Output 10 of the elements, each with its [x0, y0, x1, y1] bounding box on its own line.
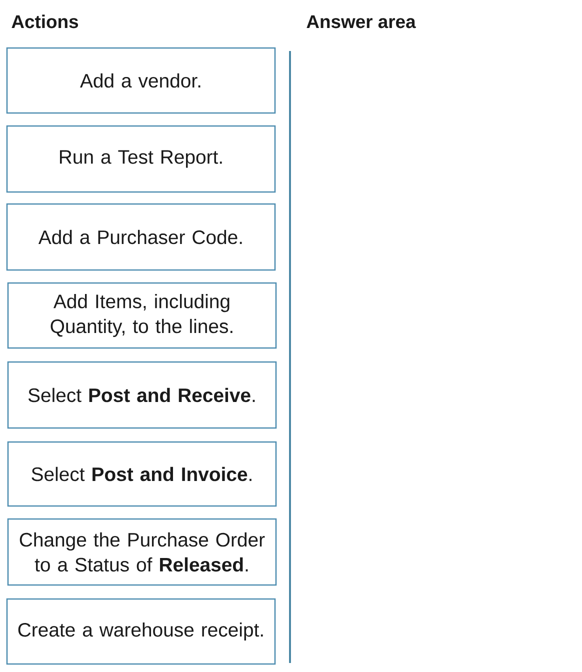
action-box: Run a Test Report. [6, 125, 276, 193]
action-box: Add a Purchaser Code. [6, 203, 276, 271]
action-box: Create a warehouse receipt. [6, 598, 276, 665]
column-heading: Answer area [306, 15, 416, 28]
action-box: Change the Purchase Order to a Status of Released. [7, 518, 277, 586]
action-box: Add a vendor. [6, 47, 276, 114]
action-box: Select Post and Receive. [7, 361, 277, 429]
action-box: Add Items, including Quantity, to the lines. [7, 282, 277, 349]
column-heading: Actions [12, 14, 78, 28]
action-box: Select Post and Invoice. [7, 441, 277, 507]
